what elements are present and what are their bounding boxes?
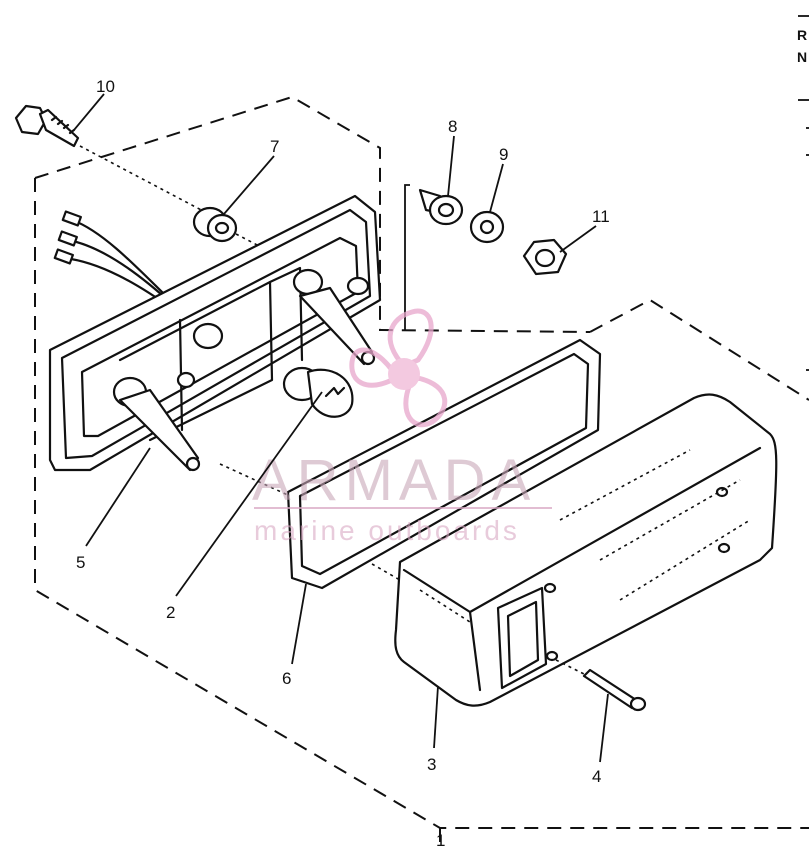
callout-11: 11 xyxy=(592,207,610,226)
part-9-washer xyxy=(469,210,505,244)
watermark-brand: ARMADA xyxy=(252,448,536,513)
callout-4: 4 xyxy=(592,767,601,786)
callout-6: 6 xyxy=(282,669,291,688)
edge-letter-r: R xyxy=(797,27,807,43)
part-8-sleeve xyxy=(418,188,464,226)
dashed-assembly-outline xyxy=(34,95,809,847)
part-1-lamp-housing xyxy=(48,194,382,472)
armada-watermark: ARMADA marine outboards xyxy=(252,308,552,546)
callout-3: 3 xyxy=(427,755,436,774)
callout-7: 7 xyxy=(270,137,279,156)
callout-5: 5 xyxy=(76,553,85,572)
part-6-gasket xyxy=(219,338,602,590)
part-2-bulb xyxy=(282,366,354,418)
part-3-lens xyxy=(394,393,778,707)
edge-letter-n: N xyxy=(797,49,807,65)
watermark-tagline: marine outboards xyxy=(254,515,520,546)
callout-8: 8 xyxy=(448,117,457,136)
callout-1: 1 xyxy=(436,831,445,847)
part-11-nut xyxy=(522,238,568,276)
callout-9: 9 xyxy=(499,145,508,164)
callouts: 10 7 8 9 11 5 2 6 3 4 1 xyxy=(73,77,610,847)
part-10-bolt xyxy=(14,104,206,213)
part-7-grommet xyxy=(192,206,291,263)
part-4-screw xyxy=(555,659,647,712)
callout-10: 10 xyxy=(96,77,115,96)
callout-2: 2 xyxy=(166,603,175,622)
page-edge-marks: R N xyxy=(797,15,809,371)
propeller-logo-icon xyxy=(349,308,448,428)
